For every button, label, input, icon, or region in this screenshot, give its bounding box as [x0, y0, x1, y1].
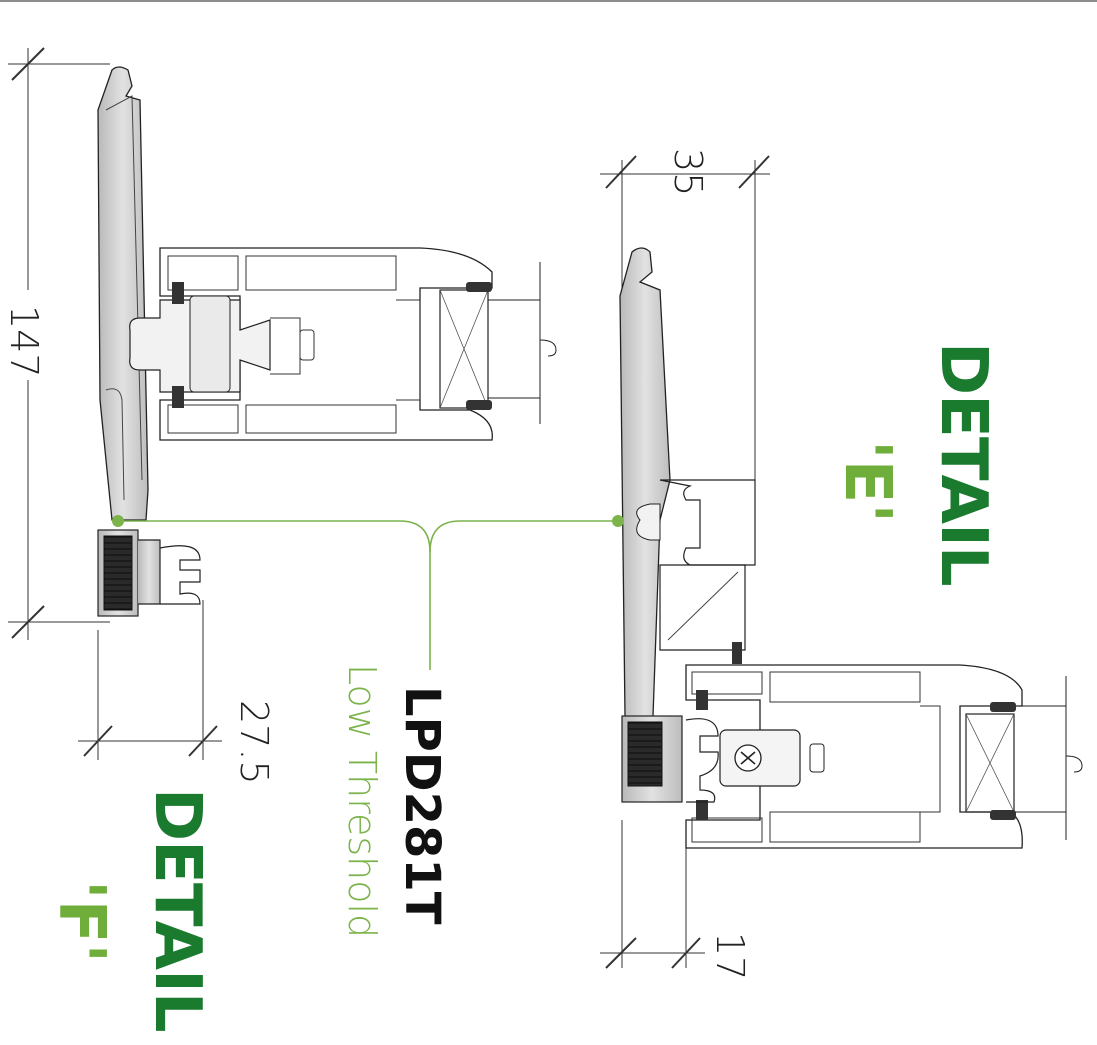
detail-f-title: DETAIL	[140, 788, 214, 1032]
dim-label-17: 17	[708, 932, 752, 981]
dim-label-35: 35	[666, 148, 710, 197]
dimension-17	[600, 820, 705, 969]
dim-label-27-5: 27.5	[232, 700, 276, 785]
threshold-insert	[97, 529, 201, 617]
detail-e-title: DETAIL	[926, 342, 1000, 586]
product-description: Low Threshold	[340, 664, 384, 939]
product-code: LPD281T	[394, 686, 450, 925]
gasket-mid	[732, 642, 742, 664]
threshold-insert-e	[621, 715, 719, 803]
detail-f-letter: 'F'	[44, 880, 118, 963]
detail-e-letter: 'E'	[830, 440, 904, 523]
glazing-unit	[439, 262, 557, 424]
top-border-line	[0, 0, 1097, 2]
callout-dot-e	[612, 515, 624, 527]
gasket-top	[172, 282, 184, 304]
dimension-35	[600, 155, 770, 480]
dimension-27-5	[78, 600, 222, 760]
dimension-147	[8, 47, 110, 640]
callout-dot-f	[112, 515, 124, 527]
gasket-bottom	[172, 386, 184, 408]
dim-label-147: 147	[2, 305, 46, 378]
glazing-unit-e	[965, 676, 1083, 840]
detail-e-section	[619, 247, 1083, 849]
callout-leader	[118, 520, 618, 670]
detail-f-section	[97, 66, 557, 617]
